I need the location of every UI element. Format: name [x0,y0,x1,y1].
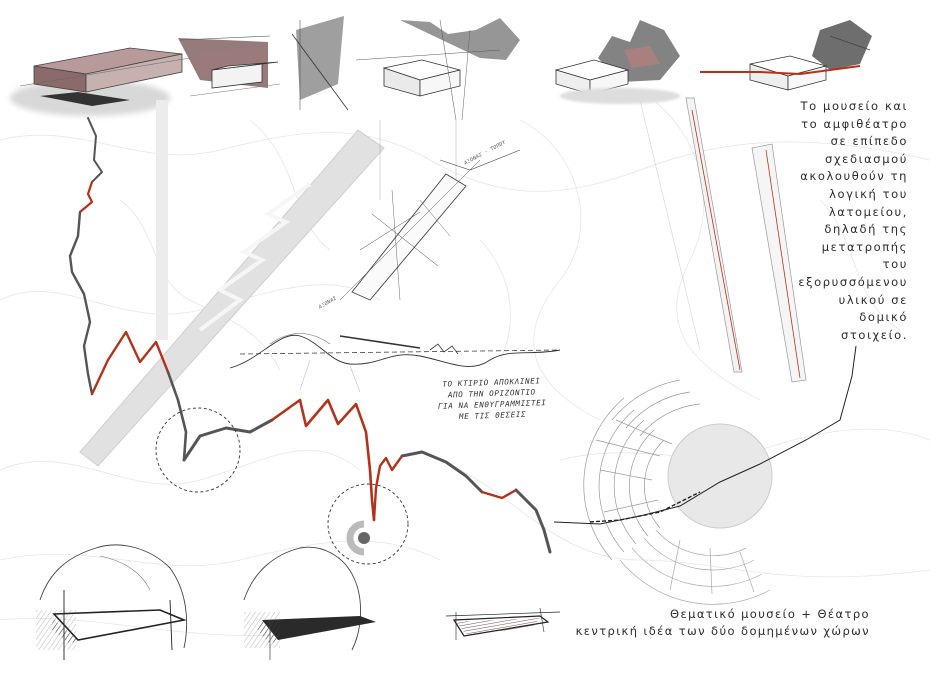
sketch-top-2 [178,35,281,97]
sketch-top-4 [355,18,520,121]
description-line: εξορυσσόμενου [798,274,908,289]
description-line: Το μουσείο και [800,99,908,113]
sketch-top-5 [554,20,680,104]
description-line: του [882,257,908,272]
description-line: ακολουθούν τη [800,169,908,184]
description-line: λατομείου, [828,204,908,219]
section-profile-sketch [229,333,561,393]
sketch-top-3 [291,16,349,111]
sketch-note: ΤΟ ΚΤΙΡΙΟ ΑΠΟΚΛΙΝΕΙ ΑΠΟ ΤΗΝ ΟΡΙΖΟΝΤΙΟ ΓΙ… [401,374,582,424]
description-line: στοιχείο. [841,327,908,342]
description-line: δηλαδή της [824,222,908,237]
sketch-bottom-2 [243,546,376,660]
sketch-bottom-3 [445,607,561,640]
amphitheatre-icon [346,520,370,556]
caption-line1: Θεματικό μουσείο + Θέατρο [670,607,870,621]
description-line: σε επίπεδο [830,134,908,149]
ghost-diagonal-band [79,129,385,467]
description-line: υλικού σε [838,292,908,307]
description-line: λογική του [829,186,908,201]
sketch-top-1 [10,47,191,116]
ghost-strip-vertical [156,100,168,340]
sketch-bottom-1 [36,544,188,660]
zigzag-path-left [68,117,552,554]
description-line: μετατροπής [821,239,908,254]
description-text: Το μουσείο και το αμφιθέατρο σε επίπεδο σχε… [708,98,908,344]
description-line: το αμφιθέατρο [801,116,908,131]
dashed-circle-2 [327,483,409,565]
dashed-circle-1 [155,407,241,493]
amphitheatre-plan [553,345,857,605]
caption-line2: κεντρική ιδέα των δύο δομημένων χώρων [575,624,870,638]
description-line: δομικό [859,310,908,325]
diagonal-building-sketch [339,120,521,301]
description-line: σχεδιασμού [825,151,908,166]
caption: Θεματικό μουσείο + Θέατρο κεντρική ιδέα … [540,606,870,640]
sketch-top-6 [700,20,872,91]
right-vertical-bars [639,97,807,383]
